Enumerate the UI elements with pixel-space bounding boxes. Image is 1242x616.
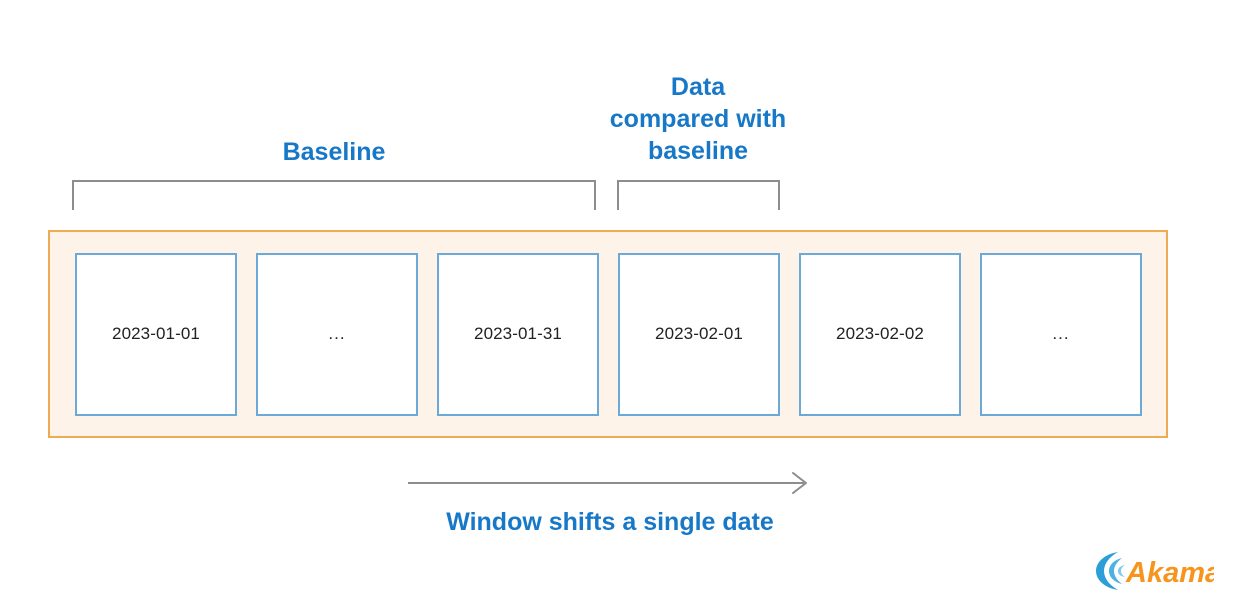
baseline-label: Baseline	[282, 138, 386, 166]
date-cell-label: 2023-02-01	[655, 324, 743, 343]
date-cell-label: 2023-01-01	[112, 324, 200, 343]
date-cell-label: 2023-02-02	[836, 324, 924, 343]
date-cell: 2023-02-02	[799, 252, 961, 416]
sliding-window-container: 2023-01-01 ... 2023-01-31 2023-02-01 202…	[48, 230, 1168, 438]
compared-with-baseline-bracket	[617, 180, 780, 210]
date-cell: 2023-02-01	[618, 252, 780, 416]
akamai-wave-icon	[1096, 552, 1125, 590]
date-cell-label: ...	[1052, 324, 1070, 343]
akamai-wordmark: Akamai	[1125, 557, 1214, 589]
date-cell: 2023-01-01	[75, 252, 237, 416]
akamai-logo: Akamai	[1096, 552, 1214, 590]
date-cell: 2023-01-31	[437, 252, 599, 416]
date-cell-label: ...	[328, 324, 346, 343]
compared-with-baseline-label: Data compared with baseline	[609, 73, 787, 165]
baseline-bracket	[72, 180, 596, 210]
date-cell: ...	[980, 252, 1142, 416]
date-cell: ...	[256, 252, 418, 416]
shift-direction-arrow-icon	[408, 472, 807, 494]
shift-caption: Window shifts a single date	[446, 508, 774, 536]
date-cell-label: 2023-01-31	[474, 324, 562, 343]
